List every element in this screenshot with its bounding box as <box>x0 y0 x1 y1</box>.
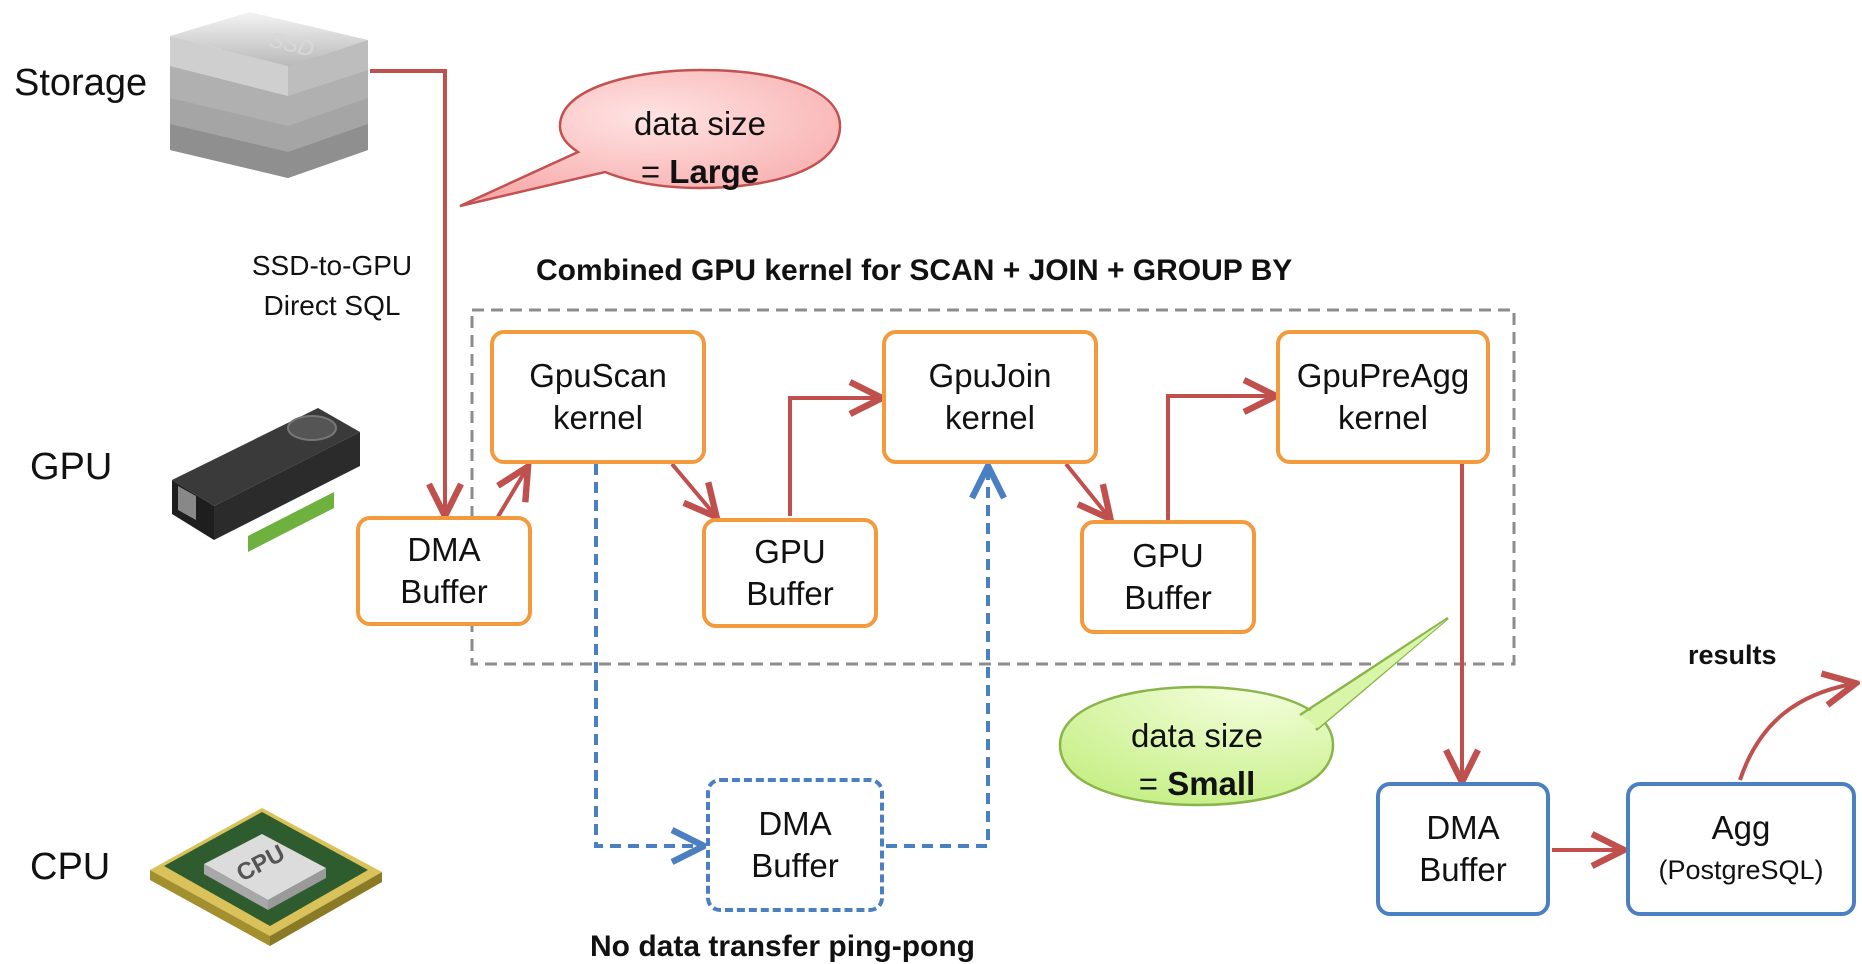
ssd-to-gpu-line1: SSD-to-GPU <box>251 250 413 281</box>
dma-buffer-out: DMA Buffer <box>1376 782 1550 916</box>
gpuscan-kernel: GpuScan kernel <box>490 330 706 464</box>
bubble-small-line1: data size <box>1130 717 1264 754</box>
gpujoin-kernel: GpuJoin kernel <box>882 330 1098 464</box>
cpu-chip-icon: CPU <box>150 808 382 946</box>
gpu-buffer-1: GPU Buffer <box>702 518 878 628</box>
gpu-buffer-2-line2: Buffer <box>1124 579 1212 616</box>
arrow-dma-to-gpuscan <box>494 470 526 522</box>
bubble-small-line2: = Small <box>1080 760 1314 808</box>
no-pingpong-caption: No data transfer ping-pong <box>590 930 975 963</box>
gpupreagg-kernel: GpuPreAgg kernel <box>1276 330 1490 464</box>
agg-line2: (PostgreSQL) <box>1658 855 1824 885</box>
bubble-large-line1: data size <box>633 105 767 142</box>
gpujoin-line2: kernel <box>945 399 1035 436</box>
ssd-icon: SSD <box>170 12 368 178</box>
ssd-to-gpu-line2: Direct SQL <box>263 290 401 321</box>
dma-buffer-out-line2: Buffer <box>1419 851 1507 888</box>
gpuscan-line1: GpuScan <box>529 357 667 394</box>
gpu-buffer-2-line1: GPU <box>1132 537 1204 574</box>
arrow-buffer2-to-gpupreagg <box>1166 396 1272 520</box>
bubble-large-shape <box>459 68 842 208</box>
bubble-large-value: Large <box>669 153 760 190</box>
bubble-small-value: Small <box>1167 765 1256 802</box>
arrow-ssd-to-dma <box>370 69 445 512</box>
dma-buffer-gpu-line2: Buffer <box>400 573 488 610</box>
dma-buffer-cpu-line2: Buffer <box>751 847 839 884</box>
bubble-small-text: data size = Small <box>1080 712 1314 808</box>
arrow-agg-results <box>1738 684 1852 781</box>
gpu-buffer-1-line1: GPU <box>754 533 826 570</box>
arrow-buffer1-to-gpujoin <box>788 398 878 516</box>
dma-buffer-gpu: DMA Buffer <box>356 516 532 626</box>
dma-buffer-gpu-line1: DMA <box>407 531 481 568</box>
dma-buffer-cpu: DMA Buffer <box>706 778 884 912</box>
agg-line1: Agg <box>1711 809 1771 846</box>
bubble-large-text: data size = Large <box>580 100 820 196</box>
dma-buffer-out-line1: DMA <box>1426 809 1500 846</box>
gpu-buffer-2: GPU Buffer <box>1080 520 1256 634</box>
bubble-small-shape <box>1058 616 1449 807</box>
bubble-large-line2: = Large <box>580 148 820 196</box>
arrow-gpuscan-to-cpu-dma <box>594 464 700 846</box>
ssd-to-gpu-label: SSD-to-GPU Direct SQL <box>232 246 432 326</box>
row-label-storage: Storage <box>14 62 148 104</box>
arrow-cpu-dma-to-gpujoin <box>886 470 988 848</box>
bubble-small-prefix: = <box>1138 765 1168 802</box>
bubble-large-prefix: = <box>640 153 670 190</box>
gpupreagg-line1: GpuPreAgg <box>1296 357 1470 394</box>
gpu-buffer-1-line2: Buffer <box>746 575 834 612</box>
gpujoin-line1: GpuJoin <box>928 357 1052 394</box>
bubble-small-tail <box>1302 620 1446 728</box>
arrow-gpuscan-to-buffer1 <box>670 462 714 514</box>
gpupreagg-line2: kernel <box>1338 399 1428 436</box>
dma-buffer-cpu-line1: DMA <box>758 805 832 842</box>
gpuscan-line2: kernel <box>553 399 643 436</box>
arrow-gpujoin-to-buffer2 <box>1064 462 1108 516</box>
agg-postgresql: Agg (PostgreSQL) <box>1626 782 1856 916</box>
row-label-gpu: GPU <box>30 446 113 488</box>
gpu-card-icon <box>172 408 360 552</box>
results-label: results <box>1688 640 1777 670</box>
row-label-cpu: CPU <box>30 846 111 888</box>
combined-kernel-title: Combined GPU kernel for SCAN + JOIN + GR… <box>536 254 1293 287</box>
combined-kernel-region <box>470 308 1516 666</box>
